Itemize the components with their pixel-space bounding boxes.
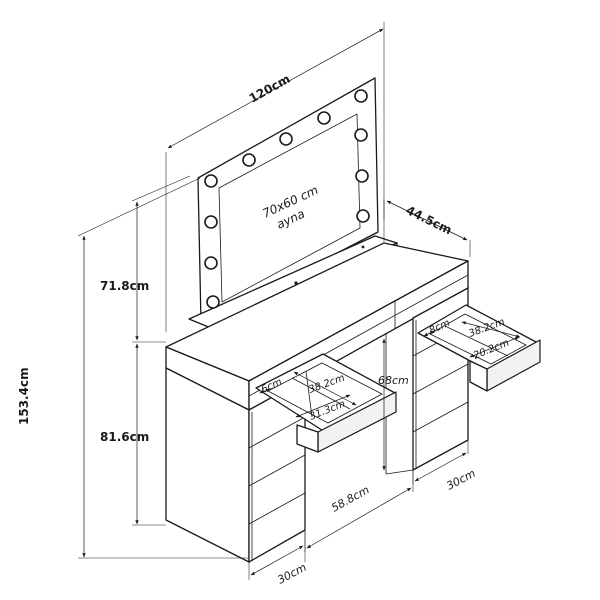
bulb <box>317 111 331 125</box>
label-overall-width: 120cm <box>247 72 293 106</box>
label-right-cabinet-width: 30cm <box>444 467 477 493</box>
bulb <box>355 169 369 183</box>
label-left-cabinet-width: 30cm <box>275 561 308 587</box>
bulb <box>354 128 368 142</box>
bulb <box>279 132 293 146</box>
bulb <box>356 209 370 223</box>
bulb <box>204 256 218 270</box>
label-total-height: 153.4cm <box>17 367 31 425</box>
bulb <box>206 295 220 309</box>
dimension-lines <box>77 22 521 580</box>
bulb <box>204 215 218 229</box>
label-mirror-height: 71.8cm <box>100 279 149 293</box>
bulb <box>204 174 218 188</box>
left-drawer-side <box>296 424 319 453</box>
label-leg-clearance: 68cm <box>378 374 409 387</box>
label-knee-space: 58.8cm <box>329 483 371 514</box>
right-drawer-side <box>469 360 488 392</box>
label-table-height: 81.6cm <box>100 430 149 444</box>
left-cabinet <box>165 367 306 563</box>
label-depth: 44.5cm <box>404 203 454 237</box>
bulb <box>354 89 368 103</box>
bulb <box>242 153 256 167</box>
